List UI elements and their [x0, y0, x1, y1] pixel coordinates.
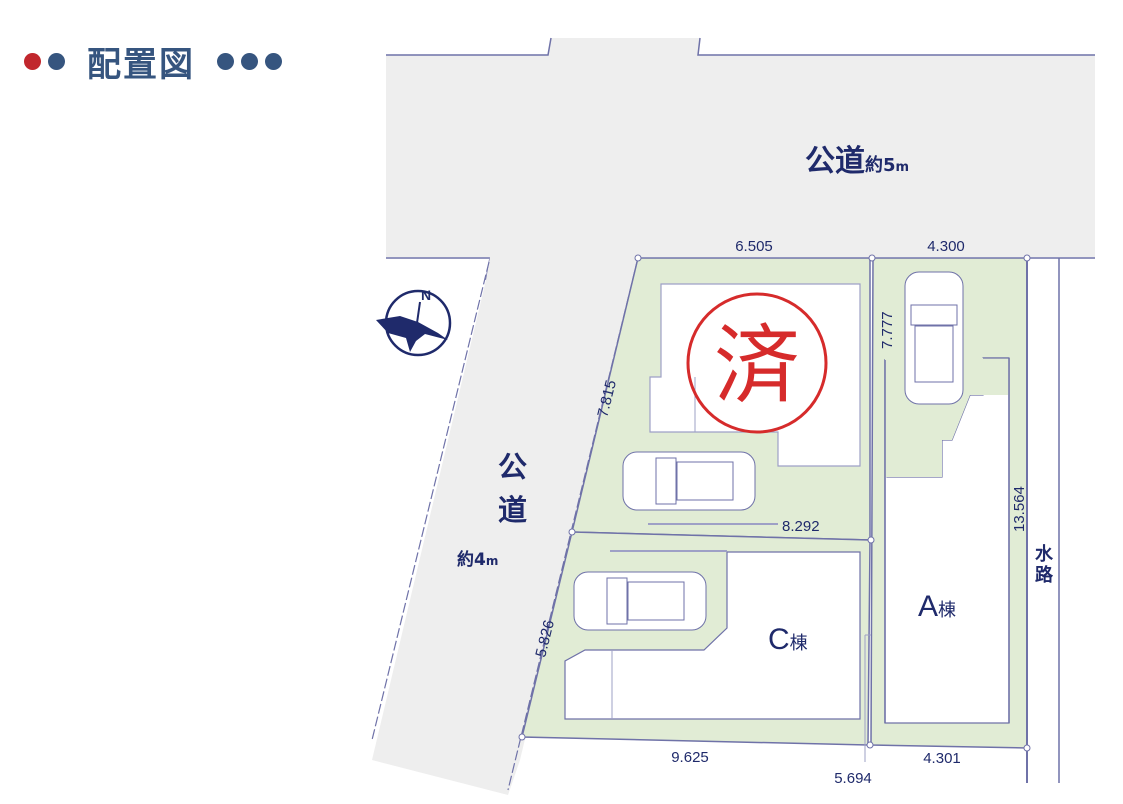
car-icon	[904, 271, 964, 405]
decorative-dot	[217, 52, 234, 70]
decorative-dot	[241, 52, 258, 70]
svg-text:A棟: A棟	[918, 590, 956, 623]
dimension-label: 4.301	[923, 750, 961, 767]
dimension-label: 9.625	[671, 749, 709, 766]
dimension-label: 13.564	[1011, 486, 1028, 532]
west-road	[372, 257, 640, 795]
svg-text:路: 路	[1035, 564, 1054, 586]
svg-text:C棟: C棟	[768, 623, 808, 656]
building-b	[649, 283, 861, 467]
svg-text:水: 水	[1035, 543, 1054, 565]
svg-text:約4m: 約4m	[457, 549, 498, 570]
decorative-dot	[24, 52, 41, 70]
car-icon	[573, 571, 707, 631]
waterway	[1028, 258, 1060, 784]
dimension-label: 4.300	[927, 238, 965, 255]
dimension-label: 6.505	[735, 238, 773, 255]
building-c	[564, 551, 861, 720]
boundary-markers	[518, 254, 1031, 752]
page-header: 配置図	[24, 36, 289, 86]
sold-stamp: 済	[686, 292, 828, 434]
decorative-dot	[265, 52, 282, 70]
svg-text:公: 公	[498, 450, 527, 484]
dimension-label: 7.777	[879, 311, 896, 349]
svg-text:N: N	[421, 287, 431, 303]
compass-north-icon: N	[376, 287, 452, 357]
dimension-label: 8.292	[782, 518, 820, 535]
svg-text:済: 済	[714, 316, 800, 416]
page-title: 配置図	[87, 44, 195, 85]
north-road	[386, 38, 1095, 257]
svg-text:道: 道	[498, 493, 527, 527]
dimension-label: 5.694	[834, 770, 872, 787]
decorative-dot	[48, 52, 65, 70]
car-icon	[622, 451, 756, 511]
svg-text:公道約5m: 公道約5m	[805, 144, 909, 179]
